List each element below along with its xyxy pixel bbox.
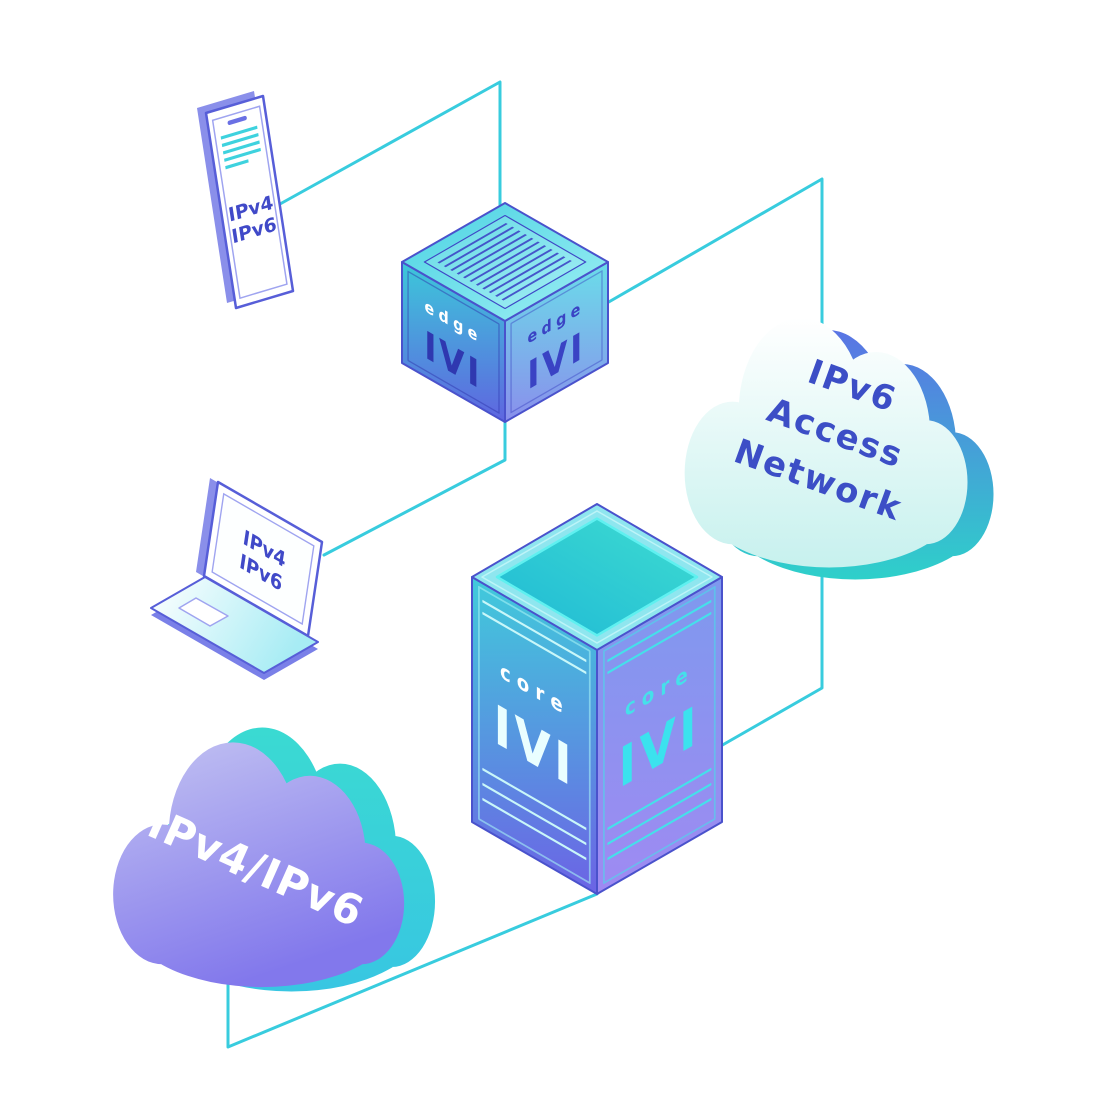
phone-screen: [211, 105, 288, 300]
core-server-top-trim: [481, 510, 713, 644]
core-router-server: core IVI core IVI: [471, 503, 723, 895]
access-network-cloud: IPv6 Access Network: [684, 317, 994, 580]
laptop-screen: [211, 492, 315, 626]
dual-stack-cloud: IPv4/IPv6: [113, 727, 436, 992]
connection-phone-to-edge: [278, 80, 502, 217]
edge-cube-vent-icon: [423, 215, 587, 309]
laptop-device: IPv4 IPv6: [150, 478, 324, 680]
connection-laptop-to-edge: [322, 418, 507, 557]
core-left-detail-lines: [482, 599, 587, 861]
core-server-top-panel: [495, 517, 699, 637]
laptop-trackpad: [178, 597, 229, 627]
core-right-detail-lines: [607, 599, 712, 861]
phone-speaker-icon: [227, 115, 247, 125]
edge-router-cube: edge IVI edge IVI: [401, 202, 609, 423]
laptop-screen-content: IPv4 IPv6: [211, 492, 315, 626]
mobile-device: IPv4 IPv6: [197, 91, 295, 310]
phone-screen-content: IPv4 IPv6: [211, 105, 288, 300]
phone-text-lines-icon: [220, 125, 261, 170]
